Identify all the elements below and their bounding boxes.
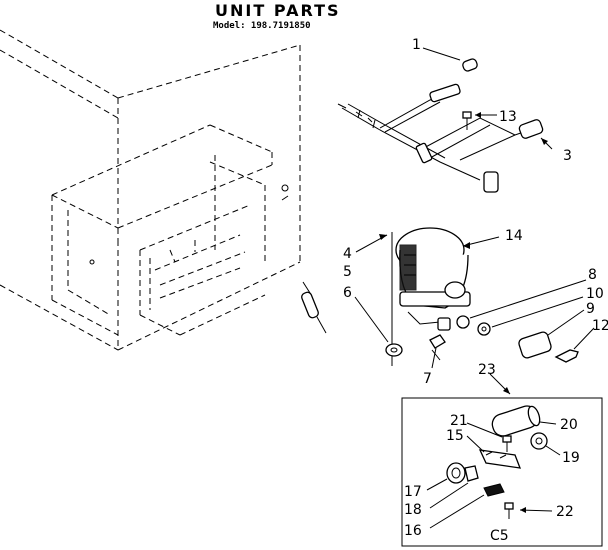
kit-code: C5 [490, 528, 509, 544]
part-7-wire-clip [429, 334, 446, 369]
callout-6: 6 [343, 285, 352, 301]
start-kit-box [401, 373, 603, 547]
callout-9: 9 [586, 301, 595, 317]
callout-7: 7 [423, 371, 432, 387]
callout-21: 21 [450, 413, 468, 429]
part-13-screw [462, 111, 497, 130]
callout-23: 23 [478, 362, 496, 378]
part-9-cover [518, 309, 585, 359]
callout-1: 1 [412, 37, 421, 53]
callout-18: 18 [404, 502, 422, 518]
callout-3: 3 [563, 148, 572, 164]
callout-5: 5 [343, 264, 352, 280]
part-6-grommet [354, 296, 403, 357]
part-14-compressor [395, 227, 500, 325]
part-3-wiring-harness [337, 83, 553, 193]
model-number: Model: 198.7191850 [213, 21, 311, 31]
callout-15: 15 [446, 428, 464, 444]
part-15-terminal-board [466, 435, 522, 469]
part-4-bracket [355, 232, 393, 366]
part-8-relay [437, 279, 587, 331]
part-21-screw [466, 422, 512, 452]
callout-16: 16 [404, 523, 422, 539]
part-1-cap [422, 47, 478, 72]
callout-14: 14 [505, 228, 523, 244]
part-19-cap-clip [530, 432, 561, 456]
callout-8: 8 [588, 267, 597, 283]
part-12-clip [554, 327, 595, 363]
callout-13: 13 [499, 109, 517, 125]
part-17-relay [426, 462, 466, 491]
callout-22: 22 [556, 504, 574, 520]
part-20-capacitor [491, 405, 557, 437]
callout-19: 19 [562, 450, 580, 466]
callout-4: 4 [343, 246, 352, 262]
part-5-drier [301, 281, 327, 334]
diagram-title: UNIT PARTS [215, 1, 341, 20]
callout-10: 10 [586, 286, 604, 302]
part-22-screw [504, 502, 553, 519]
callout-20: 20 [560, 417, 578, 433]
part-18-clip [429, 465, 479, 509]
callout-12: 12 [592, 318, 608, 334]
cabinet-outline [0, 29, 301, 351]
part-10-overload [477, 296, 584, 336]
part-16-plate [429, 483, 505, 529]
callout-17: 17 [404, 484, 422, 500]
